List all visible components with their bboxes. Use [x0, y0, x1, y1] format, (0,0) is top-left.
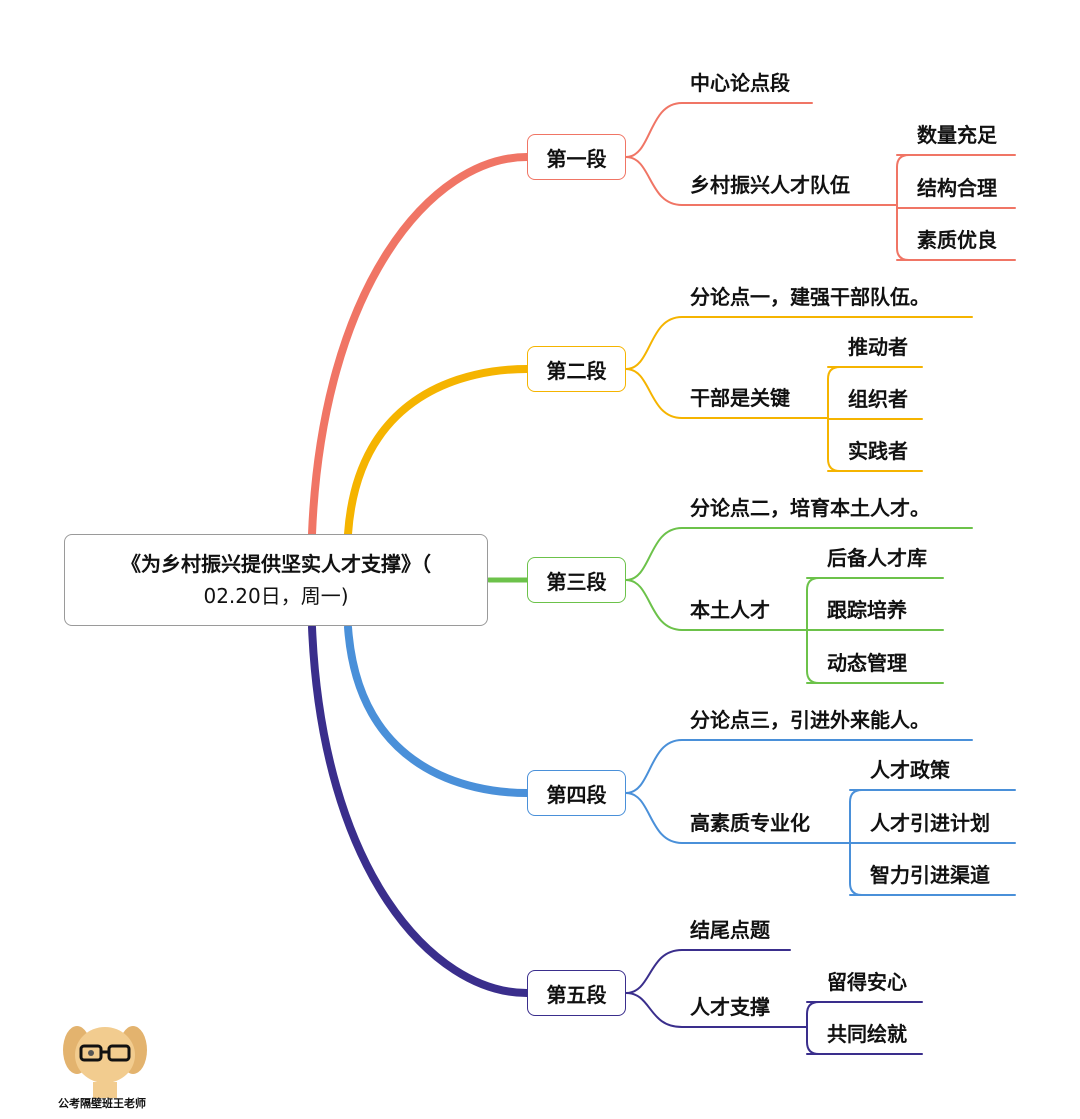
child-topic[interactable]: 中心论点段 [690, 71, 790, 95]
child-topic[interactable]: 高素质专业化 [690, 811, 810, 835]
leaf-topic[interactable]: 人才政策 [870, 758, 950, 782]
leaf-topic[interactable]: 结构合理 [917, 176, 997, 200]
child-branch [625, 316, 973, 370]
child-branch [625, 102, 813, 158]
child-branch [625, 579, 808, 631]
child-topic[interactable]: 人才支撑 [690, 995, 770, 1019]
child-topic[interactable]: 本土人才 [690, 598, 770, 622]
child-topic[interactable]: 干部是关键 [690, 386, 790, 410]
leaf-topic[interactable]: 共同绘就 [827, 1022, 907, 1046]
leaf-topic[interactable]: 跟踪培养 [827, 598, 907, 622]
child-topic[interactable]: 分论点三，引进外来能人。 [690, 708, 930, 732]
child-branch [625, 949, 791, 994]
section-node-5[interactable]: 第五段 [527, 970, 626, 1016]
main-branch [308, 623, 531, 997]
main-branch [308, 153, 531, 538]
child-topic[interactable]: 分论点一，建强干部队伍。 [690, 285, 930, 309]
leaf-topic[interactable]: 后备人才库 [827, 546, 927, 570]
watermark-text: 公考隔壁班王老师 [58, 1097, 146, 1110]
main-branch [344, 365, 531, 538]
leaf-topic[interactable]: 组织者 [848, 387, 908, 411]
central-topic-line1: 《为乡村振兴提供坚实人才支撑》（ [121, 552, 431, 576]
child-topic[interactable]: 结尾点题 [690, 918, 770, 942]
section-node-1[interactable]: 第一段 [527, 134, 626, 180]
mascot-logo [63, 1026, 147, 1098]
leaf-topic[interactable]: 数量充足 [917, 123, 997, 147]
leaf-topic[interactable]: 留得安心 [827, 970, 907, 994]
child-branch [625, 527, 973, 581]
child-branch [625, 156, 898, 206]
child-topic[interactable]: 乡村振兴人才队伍 [690, 173, 850, 197]
child-branch [625, 368, 829, 419]
item-bracket [806, 1001, 820, 1055]
section-node-4[interactable]: 第四段 [527, 770, 626, 816]
leaf-topic[interactable]: 动态管理 [827, 651, 907, 675]
child-branch [625, 739, 973, 794]
leaf-topic[interactable]: 推动者 [848, 335, 908, 359]
leaf-topic[interactable]: 实践者 [848, 439, 908, 463]
section-node-3[interactable]: 第三段 [527, 557, 626, 603]
section-node-2[interactable]: 第二段 [527, 346, 626, 392]
leaf-topic[interactable]: 素质优良 [917, 228, 997, 252]
central-topic[interactable]: 《为乡村振兴提供坚实人才支撑》（ 02.20日，周一) [64, 534, 488, 626]
leaf-topic[interactable]: 智力引进渠道 [870, 863, 990, 887]
child-topic[interactable]: 分论点二，培育本土人才。 [690, 496, 930, 520]
main-branch [344, 623, 531, 797]
child-branch [625, 792, 851, 844]
central-topic-line2: 02.20日，周一) [203, 584, 349, 608]
leaf-topic[interactable]: 人才引进计划 [870, 811, 990, 835]
child-branch [625, 992, 808, 1028]
